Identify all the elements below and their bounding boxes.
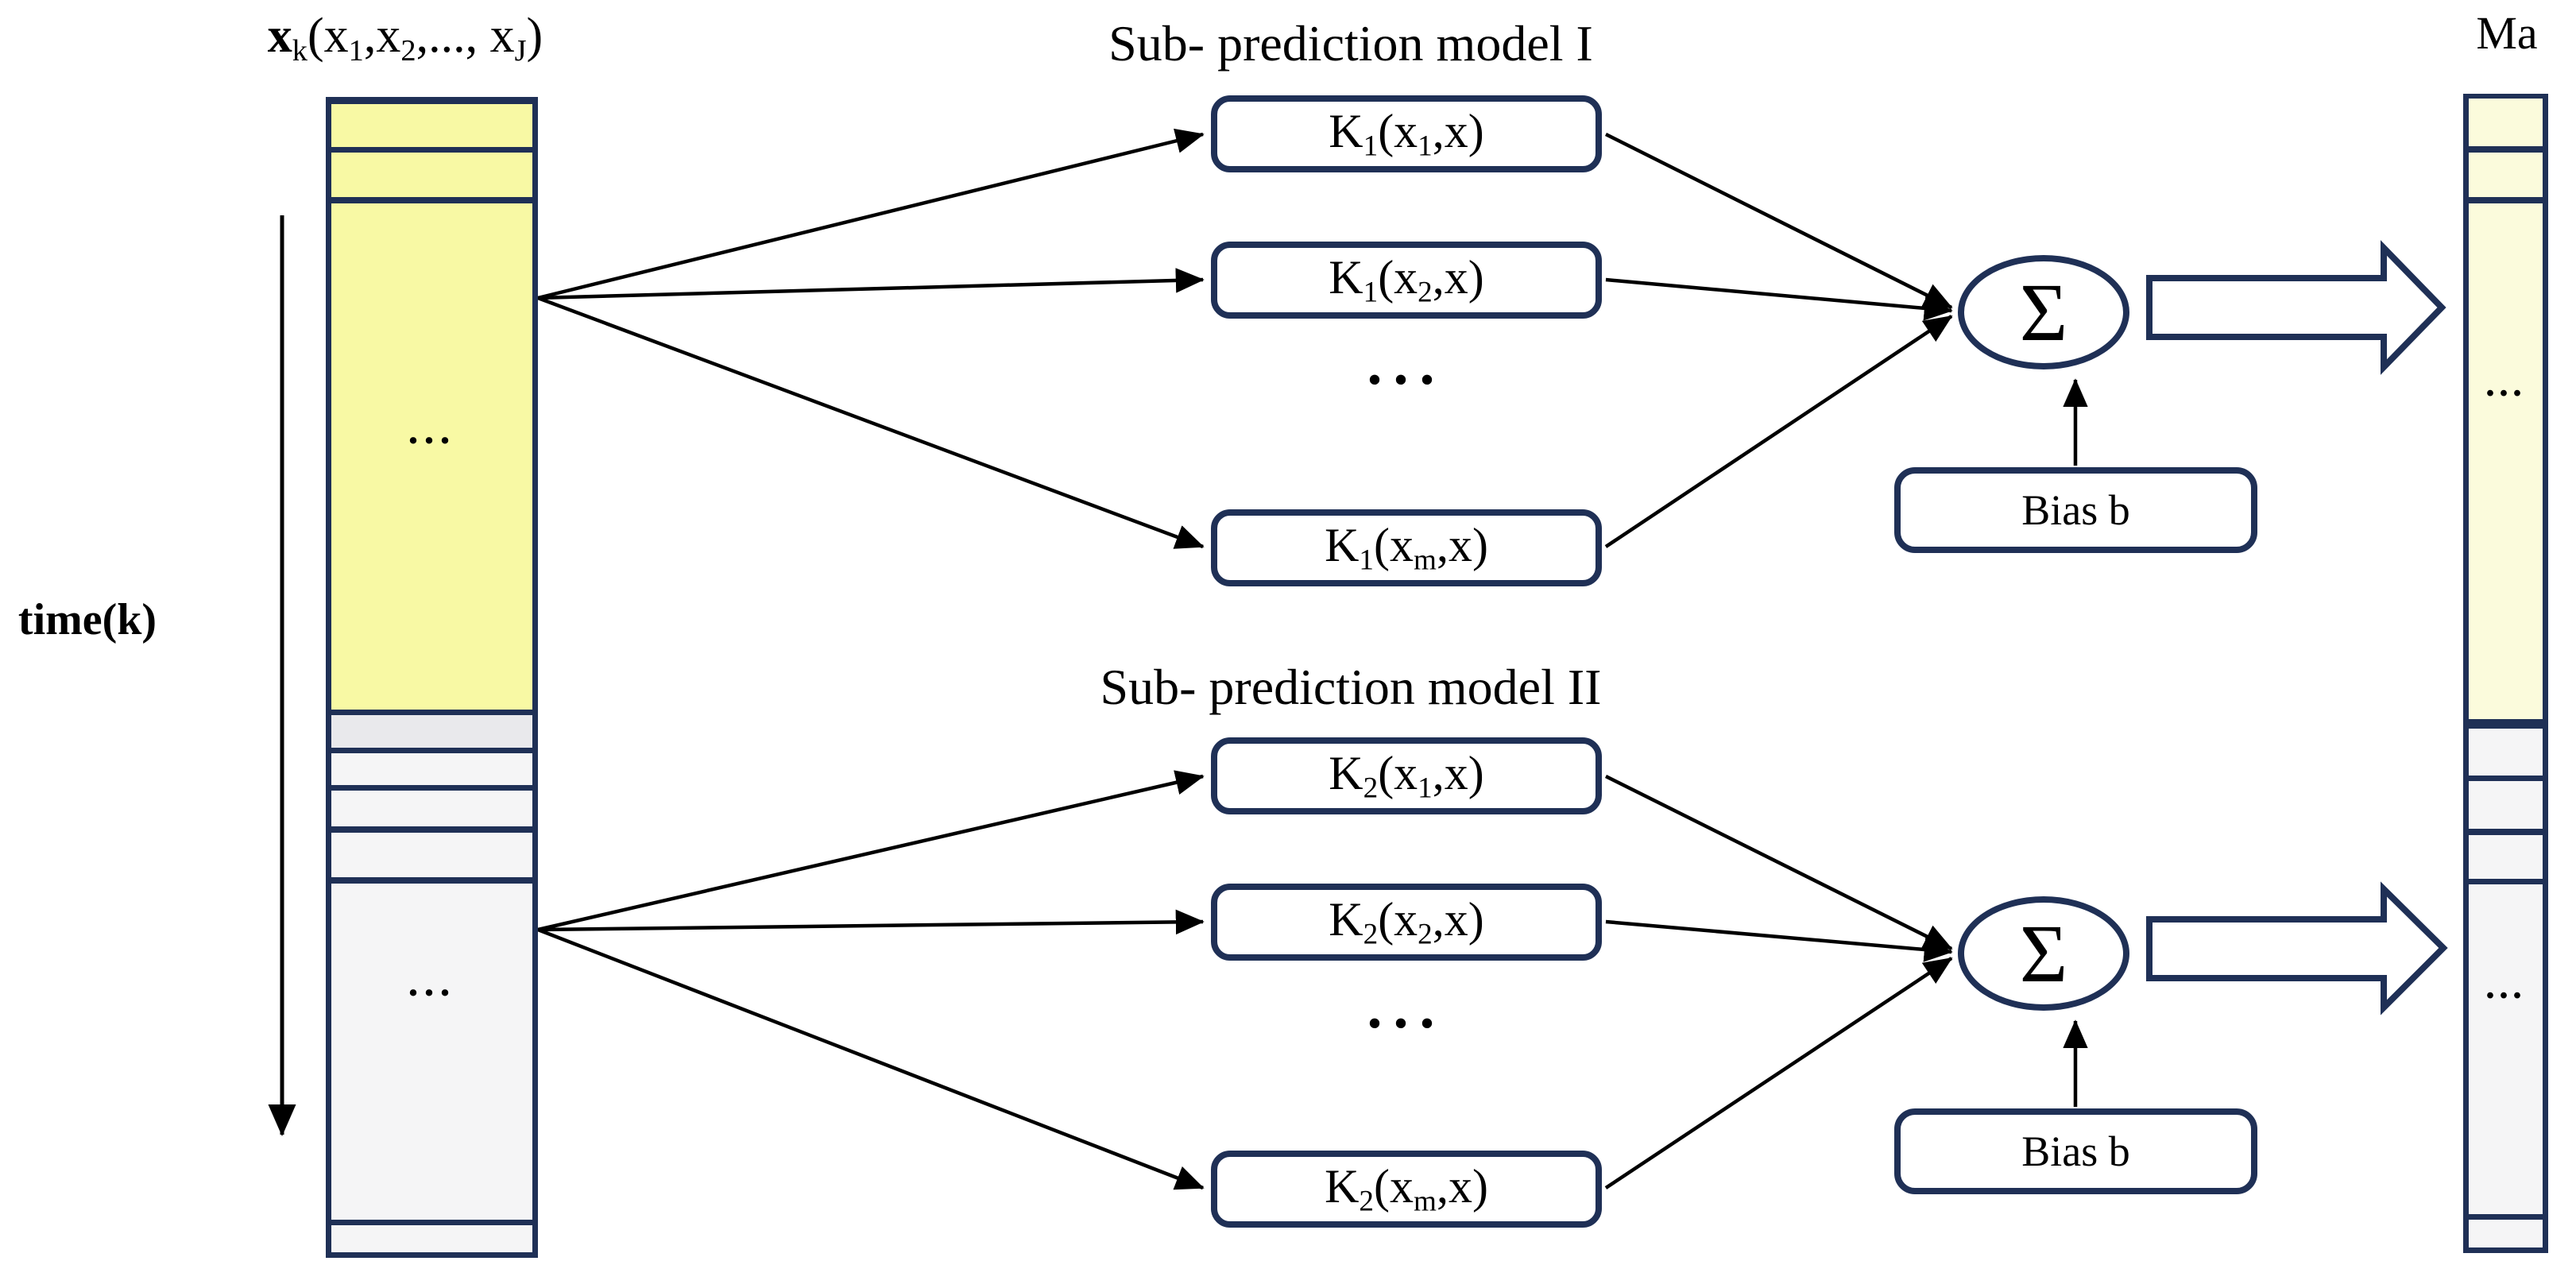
input-band-gray-3	[331, 791, 532, 826]
time-axis-label: time(k)	[17, 595, 157, 644]
model1-kernel-box-3: K1(xm,x)	[1211, 509, 1602, 586]
model1-kernel-label-3: K1(xm,x)	[1325, 519, 1488, 577]
output-band-gray-1	[2469, 729, 2543, 776]
sum1-line-1	[1604, 132, 1953, 310]
output-band-yellow-main	[2469, 203, 2543, 719]
output-band-gray-3	[2469, 835, 2543, 879]
sum2-line-1	[1604, 774, 1953, 951]
input-ellipsis-bottom: ...	[408, 960, 456, 1005]
model2-sum-node: Σ	[1958, 896, 2129, 1011]
input-band-yellow-main	[331, 203, 532, 710]
output-band-yellow-1	[2469, 99, 2543, 146]
output-band-gray-main	[2469, 884, 2543, 1214]
input-band-gray-4	[331, 833, 532, 877]
output-column-label: Ma	[2476, 7, 2538, 59]
model1-sum-node: Σ	[1958, 255, 2129, 369]
model1-bias-box: Bias b	[1894, 467, 2257, 553]
input-band-gray-5	[331, 1225, 532, 1252]
model2-kernel-label-1: K2(x1,x)	[1329, 747, 1484, 805]
fan2-line-3	[537, 927, 1205, 1190]
model2-kernel-label-2: K2(x2,x)	[1329, 893, 1484, 951]
output-ellipsis-bottom: ...	[2485, 965, 2526, 1007]
fan2-line-1	[537, 770, 1205, 932]
model2-kernel-box-1: K2(x1,x)	[1211, 737, 1602, 814]
input-band-gray-main	[331, 884, 532, 1220]
fan2-line-2	[537, 909, 1205, 935]
input-band-gray-2	[331, 753, 532, 785]
model1-title: Sub- prediction model I	[1108, 15, 1593, 72]
model1-bias-label: Bias b	[2021, 486, 2130, 534]
model1-kernel-box-2: K1(x2,x)	[1211, 242, 1602, 319]
input-band-yellow-2	[331, 153, 532, 197]
sum1-line-2	[1605, 277, 1953, 321]
model2-title: Sub- prediction model II	[1100, 659, 1602, 715]
input-vector-label: xk(x1,x2,..., xJ)	[267, 9, 543, 68]
fan1-line-3	[537, 296, 1205, 549]
fan1-line-2	[537, 268, 1205, 300]
model2-ellipsis: ...	[1367, 974, 1446, 1041]
output-ellipsis-top: ...	[2485, 362, 2526, 404]
output-column: ... ...	[2463, 94, 2548, 1253]
model1-kernel-label-2: K1(x2,x)	[1329, 251, 1484, 309]
output-band-yellow-2	[2469, 153, 2543, 197]
model2-kernel-box-3: K2(xm,x)	[1211, 1151, 1602, 1228]
sum2-line-2	[1605, 919, 1953, 962]
input-ellipsis-top: ...	[408, 408, 456, 453]
input-band-gray-1	[331, 715, 532, 748]
model2-kernel-label-3: K2(xm,x)	[1325, 1160, 1488, 1218]
model1-kernel-label-1: K1(x1,x)	[1329, 105, 1484, 163]
block-arrow-1	[2146, 240, 2446, 375]
fan1-line-1	[537, 128, 1205, 300]
input-column: ... ...	[326, 97, 538, 1258]
block-arrow-2	[2146, 881, 2448, 1015]
model1-kernel-box-1: K1(x1,x)	[1211, 95, 1602, 172]
model2-bias-box: Bias b	[1894, 1108, 2257, 1194]
model1-ellipsis: ...	[1367, 331, 1446, 397]
model2-kernel-box-2: K2(x2,x)	[1211, 884, 1602, 961]
output-band-gray-4	[2469, 1220, 2543, 1247]
model1-sigma-symbol: Σ	[2019, 266, 2068, 358]
model2-bias-label: Bias b	[2021, 1128, 2130, 1175]
model2-sigma-symbol: Σ	[2019, 907, 2068, 1000]
output-band-gray-2	[2469, 781, 2543, 829]
input-band-yellow-1	[331, 104, 532, 147]
